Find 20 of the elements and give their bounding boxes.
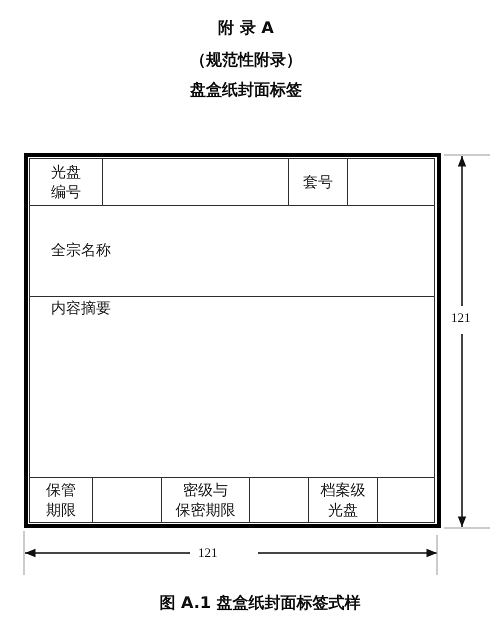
dimension-label: 121	[198, 545, 218, 561]
cell-label: 密级与保密期限	[174, 481, 236, 520]
cell-label: 光盘编号	[50, 163, 82, 202]
cell-label: 套号	[302, 173, 334, 192]
blank-cell	[377, 477, 435, 523]
table-cell	[29, 158, 103, 206]
appendix-subtitle: （规范性附录）	[189, 50, 303, 71]
cell-label: 档案级光盘	[320, 481, 366, 520]
figure-caption: 图 A.1 盘盒纸封面标签式样	[158, 593, 362, 614]
cell-label: 保管期限	[45, 481, 77, 520]
blank-cell	[347, 158, 435, 206]
cell-label: 内容摘要	[51, 299, 111, 318]
label-heading: 盘盒纸封面标签	[189, 80, 303, 101]
cell-label: 全宗名称	[51, 241, 111, 260]
dimension-label: 121	[451, 310, 470, 326]
table-cell	[29, 205, 435, 297]
appendix-title: 附 录 A	[217, 18, 275, 39]
label-frame	[24, 153, 441, 528]
table-cell	[29, 296, 435, 478]
table-cell	[29, 477, 93, 523]
